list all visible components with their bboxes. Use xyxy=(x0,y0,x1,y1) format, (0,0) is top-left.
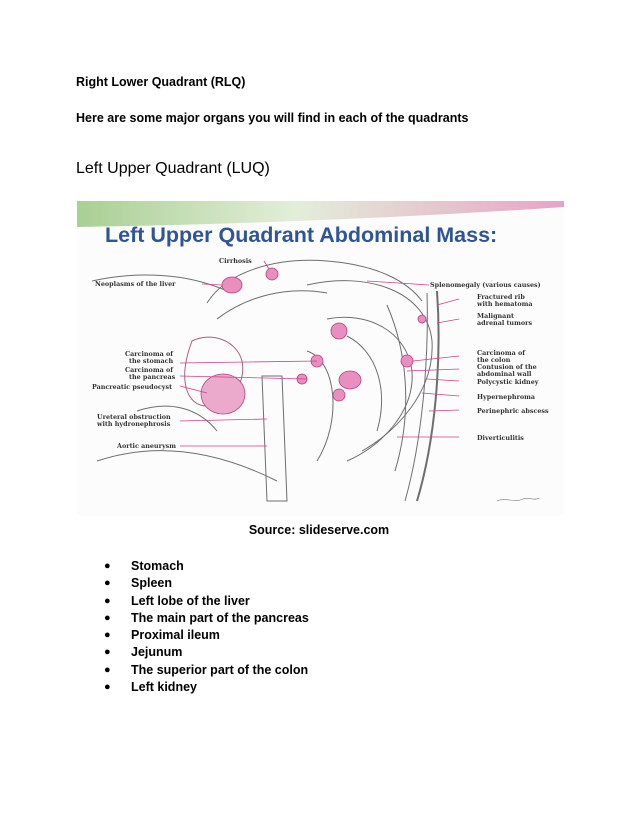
label-fractured-rib-1: Fractured rib xyxy=(477,293,525,301)
label-aortic-aneurysm: Aortic aneurysm xyxy=(116,442,176,450)
list-item: ● Left lobe of the liver xyxy=(104,593,309,610)
label-ureteral-obstruction-1: Ureteral obstruction xyxy=(97,413,171,421)
label-ureteral-obstruction-2: with hydronephrosis xyxy=(96,420,171,428)
label-malignant-1: Malignant xyxy=(477,312,514,320)
bullet-icon: ● xyxy=(104,594,111,607)
label-carcinoma-stomach-2: the stomach xyxy=(129,357,173,365)
label-carcinoma-colon-2: the colon xyxy=(477,356,511,364)
label-hypernephroma: Hypernephroma xyxy=(477,393,535,401)
bullet-icon: ● xyxy=(104,611,111,624)
list-item-label: Jejunum xyxy=(131,645,183,660)
label-diverticulitis: Diverticulitis xyxy=(477,434,524,442)
label-malignant-2: adrenal tumors xyxy=(477,319,532,327)
list-item: ● The main part of the pancreas xyxy=(104,610,309,627)
list-item: ● Stomach xyxy=(104,558,309,575)
label-neoplasms-liver: Neoplasms of the liver xyxy=(95,280,176,288)
bullet-icon: ● xyxy=(104,663,111,676)
list-item-label: Spleen xyxy=(131,576,172,591)
figure-labels-right: Splenomegaly (various causes) Fractured … xyxy=(430,281,549,442)
list-item: ● Left kidney xyxy=(104,679,309,696)
bullet-icon: ● xyxy=(104,646,111,659)
bullet-icon: ● xyxy=(104,629,111,642)
list-item-label: The superior part of the colon xyxy=(131,662,309,677)
label-contusion-2: abdominal wall xyxy=(477,370,532,378)
label-carcinoma-colon-1: Carcinoma of xyxy=(477,349,526,357)
leader-lines xyxy=(179,260,460,447)
list-item: ● Proximal ileum xyxy=(104,627,309,644)
label-carcinoma-stomach-1: Carcinoma of xyxy=(125,350,174,358)
intro-text: Here are some major organs you will find… xyxy=(76,111,469,125)
figure-caption: Source: slideserve.com xyxy=(248,523,390,537)
luq-heading: Left Upper Quadrant (LUQ) xyxy=(76,160,270,177)
bullet-icon: ● xyxy=(104,681,111,694)
figure-labels-left: Cirrhosis Neoplasms of the liver Carcino… xyxy=(92,257,252,450)
label-cirrhosis: Cirrhosis xyxy=(219,257,252,265)
rlq-heading: Right Lower Quadrant (RLQ) xyxy=(76,75,246,89)
figure-title: Left Upper Quadrant Abdominal Mass: xyxy=(105,223,497,247)
label-splenomegaly: Splenomegaly (various causes) xyxy=(430,281,541,289)
organ-list: ● Stomach ● Spleen ● Left lobe of the liver… xyxy=(104,558,309,696)
label-pancreatic-pseudocyst: Pancreatic pseudocyst xyxy=(92,383,172,391)
list-item: ● The superior part of the colon xyxy=(104,662,309,679)
list-item-label: Left lobe of the liver xyxy=(131,593,250,608)
list-item: ● Jejunum xyxy=(104,644,309,661)
list-item-label: Proximal ileum xyxy=(131,628,220,643)
list-item-label: Stomach xyxy=(131,559,184,573)
bullet-icon: ● xyxy=(104,577,111,590)
bullet-icon: ● xyxy=(104,560,111,572)
luq-diagram-image: Left Upper Quadrant Abdominal Mass: xyxy=(77,201,564,515)
list-item-label: Left kidney xyxy=(131,680,197,695)
artist-signature xyxy=(496,497,540,502)
label-carcinoma-pancreas-2: the pancreas xyxy=(129,373,176,381)
pathology-marks xyxy=(200,267,427,415)
label-perinephric-abscess: Perinephric abscess xyxy=(477,407,549,415)
list-item: ● Spleen xyxy=(104,575,309,592)
label-contusion-1: Contusion of the xyxy=(477,363,537,371)
label-polycystic-kidney: Polycystic kidney xyxy=(477,378,539,386)
list-item-label: The main part of the pancreas xyxy=(131,610,309,625)
figure-top-band xyxy=(77,201,564,227)
label-fractured-rib-2: with hematoma xyxy=(476,300,532,308)
label-carcinoma-pancreas-1: Carcinoma of xyxy=(125,366,174,374)
